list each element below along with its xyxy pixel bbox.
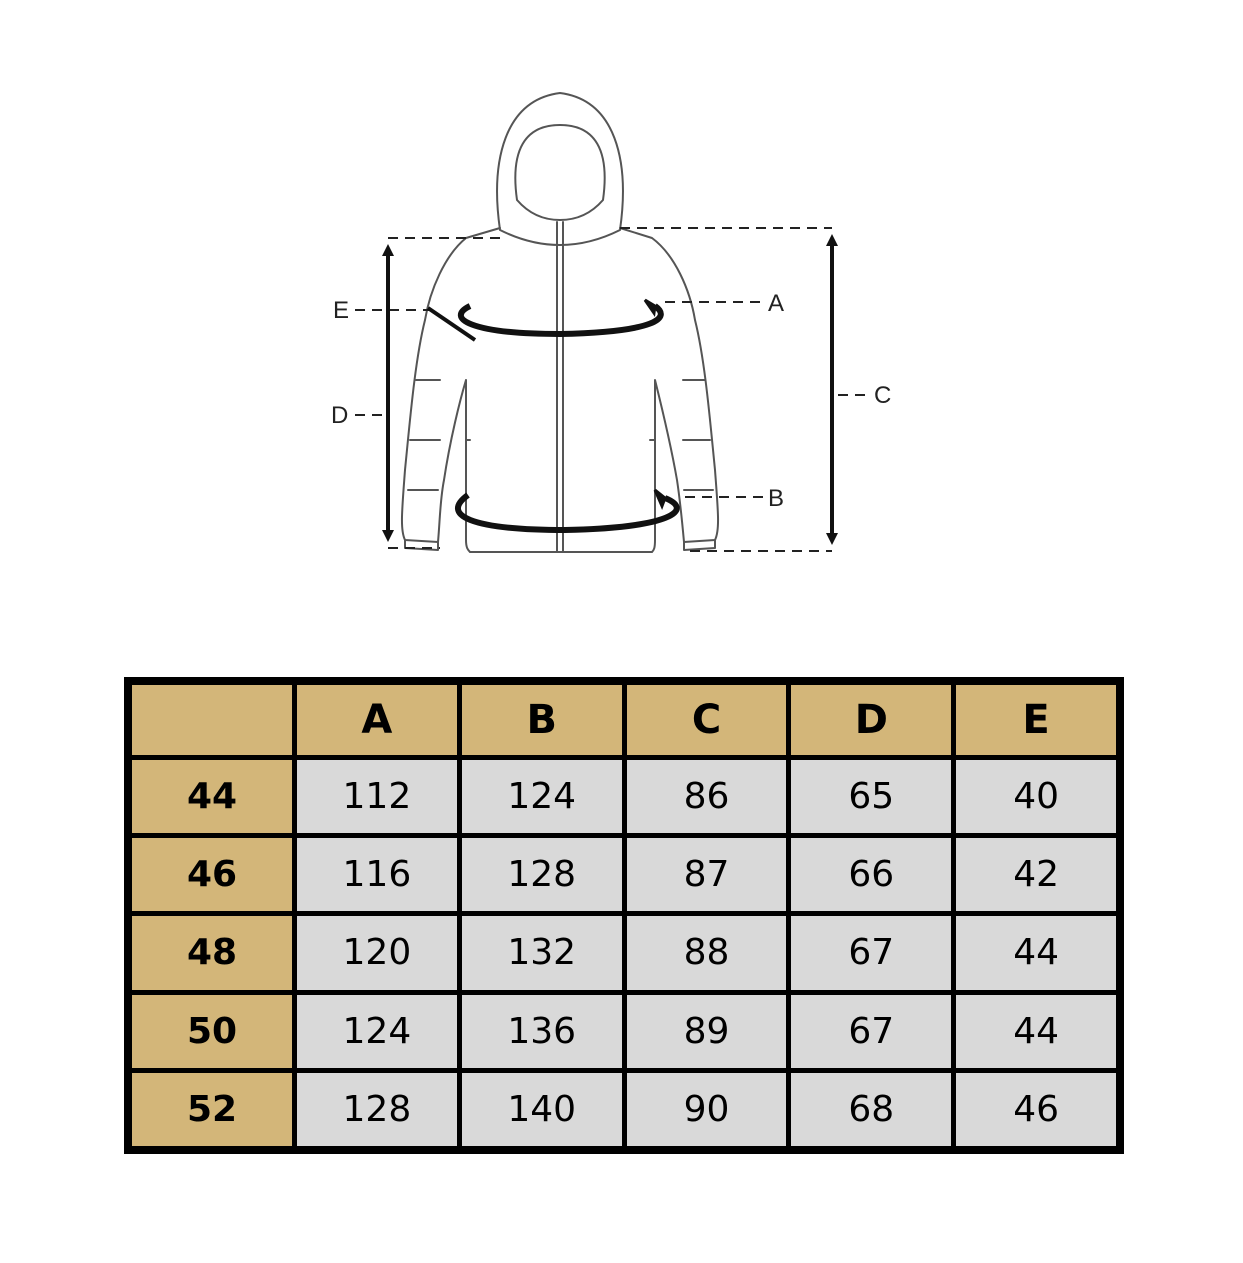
value-cell: 124 [297,994,457,1068]
value-cell: 120 [297,916,457,990]
vertical-arrows [382,234,838,545]
value-cell: 124 [461,760,622,834]
header-corner-cell [132,685,292,755]
table-header-row: A B C D E [132,685,1116,755]
value-cell: 87 [626,838,787,912]
value-cell: 44 [956,916,1116,990]
label-b: B [768,485,784,512]
label-e: E [333,297,349,324]
label-a: A [768,290,784,317]
value-cell: 42 [956,838,1116,912]
header-b: B [461,685,622,755]
header-d: D [791,685,952,755]
value-cell: 67 [791,916,952,990]
size-cell: 46 [132,838,292,912]
value-cell: 67 [791,994,952,1068]
value-cell: 128 [297,1072,457,1146]
size-cell: 48 [132,916,292,990]
value-cell: 46 [956,1072,1116,1146]
size-cell: 50 [132,994,292,1068]
value-cell: 65 [791,760,952,834]
loop-b [455,492,680,534]
circumference-loops [455,298,680,534]
label-c: C [874,382,891,409]
value-cell: 88 [626,916,787,990]
loop-a [457,303,664,338]
table-row: 50 124 136 89 67 44 [132,994,1116,1068]
value-cell: 66 [791,838,952,912]
header-c: C [626,685,787,755]
sleeve-line-e [426,306,477,342]
value-cell: 86 [626,760,787,834]
table-row: 52 128 140 90 68 46 [132,1072,1116,1146]
measurement-guides [355,227,870,552]
value-cell: 89 [626,994,787,1068]
label-d: D [331,402,348,429]
value-cell: 132 [461,916,622,990]
value-cell: 112 [297,760,457,834]
table-row: 46 116 128 87 66 42 [132,838,1116,912]
size-cell: 52 [132,1072,292,1146]
value-cell: 90 [626,1072,787,1146]
table-row: 44 112 124 86 65 40 [132,760,1116,834]
header-a: A [297,685,457,755]
size-table: A B C D E 44 112 124 86 65 40 46 116 128… [124,677,1124,1154]
value-cell: 136 [461,994,622,1068]
size-cell: 44 [132,760,292,834]
table-row: 48 120 132 88 67 44 [132,916,1116,990]
value-cell: 140 [461,1072,622,1146]
jacket-measurement-diagram: E D A C B [331,92,891,553]
jacket-outline [400,92,720,553]
value-cell: 116 [297,838,457,912]
header-e: E [956,685,1116,755]
value-cell: 128 [461,838,622,912]
value-cell: 40 [956,760,1116,834]
value-cell: 44 [956,994,1116,1068]
value-cell: 68 [791,1072,952,1146]
